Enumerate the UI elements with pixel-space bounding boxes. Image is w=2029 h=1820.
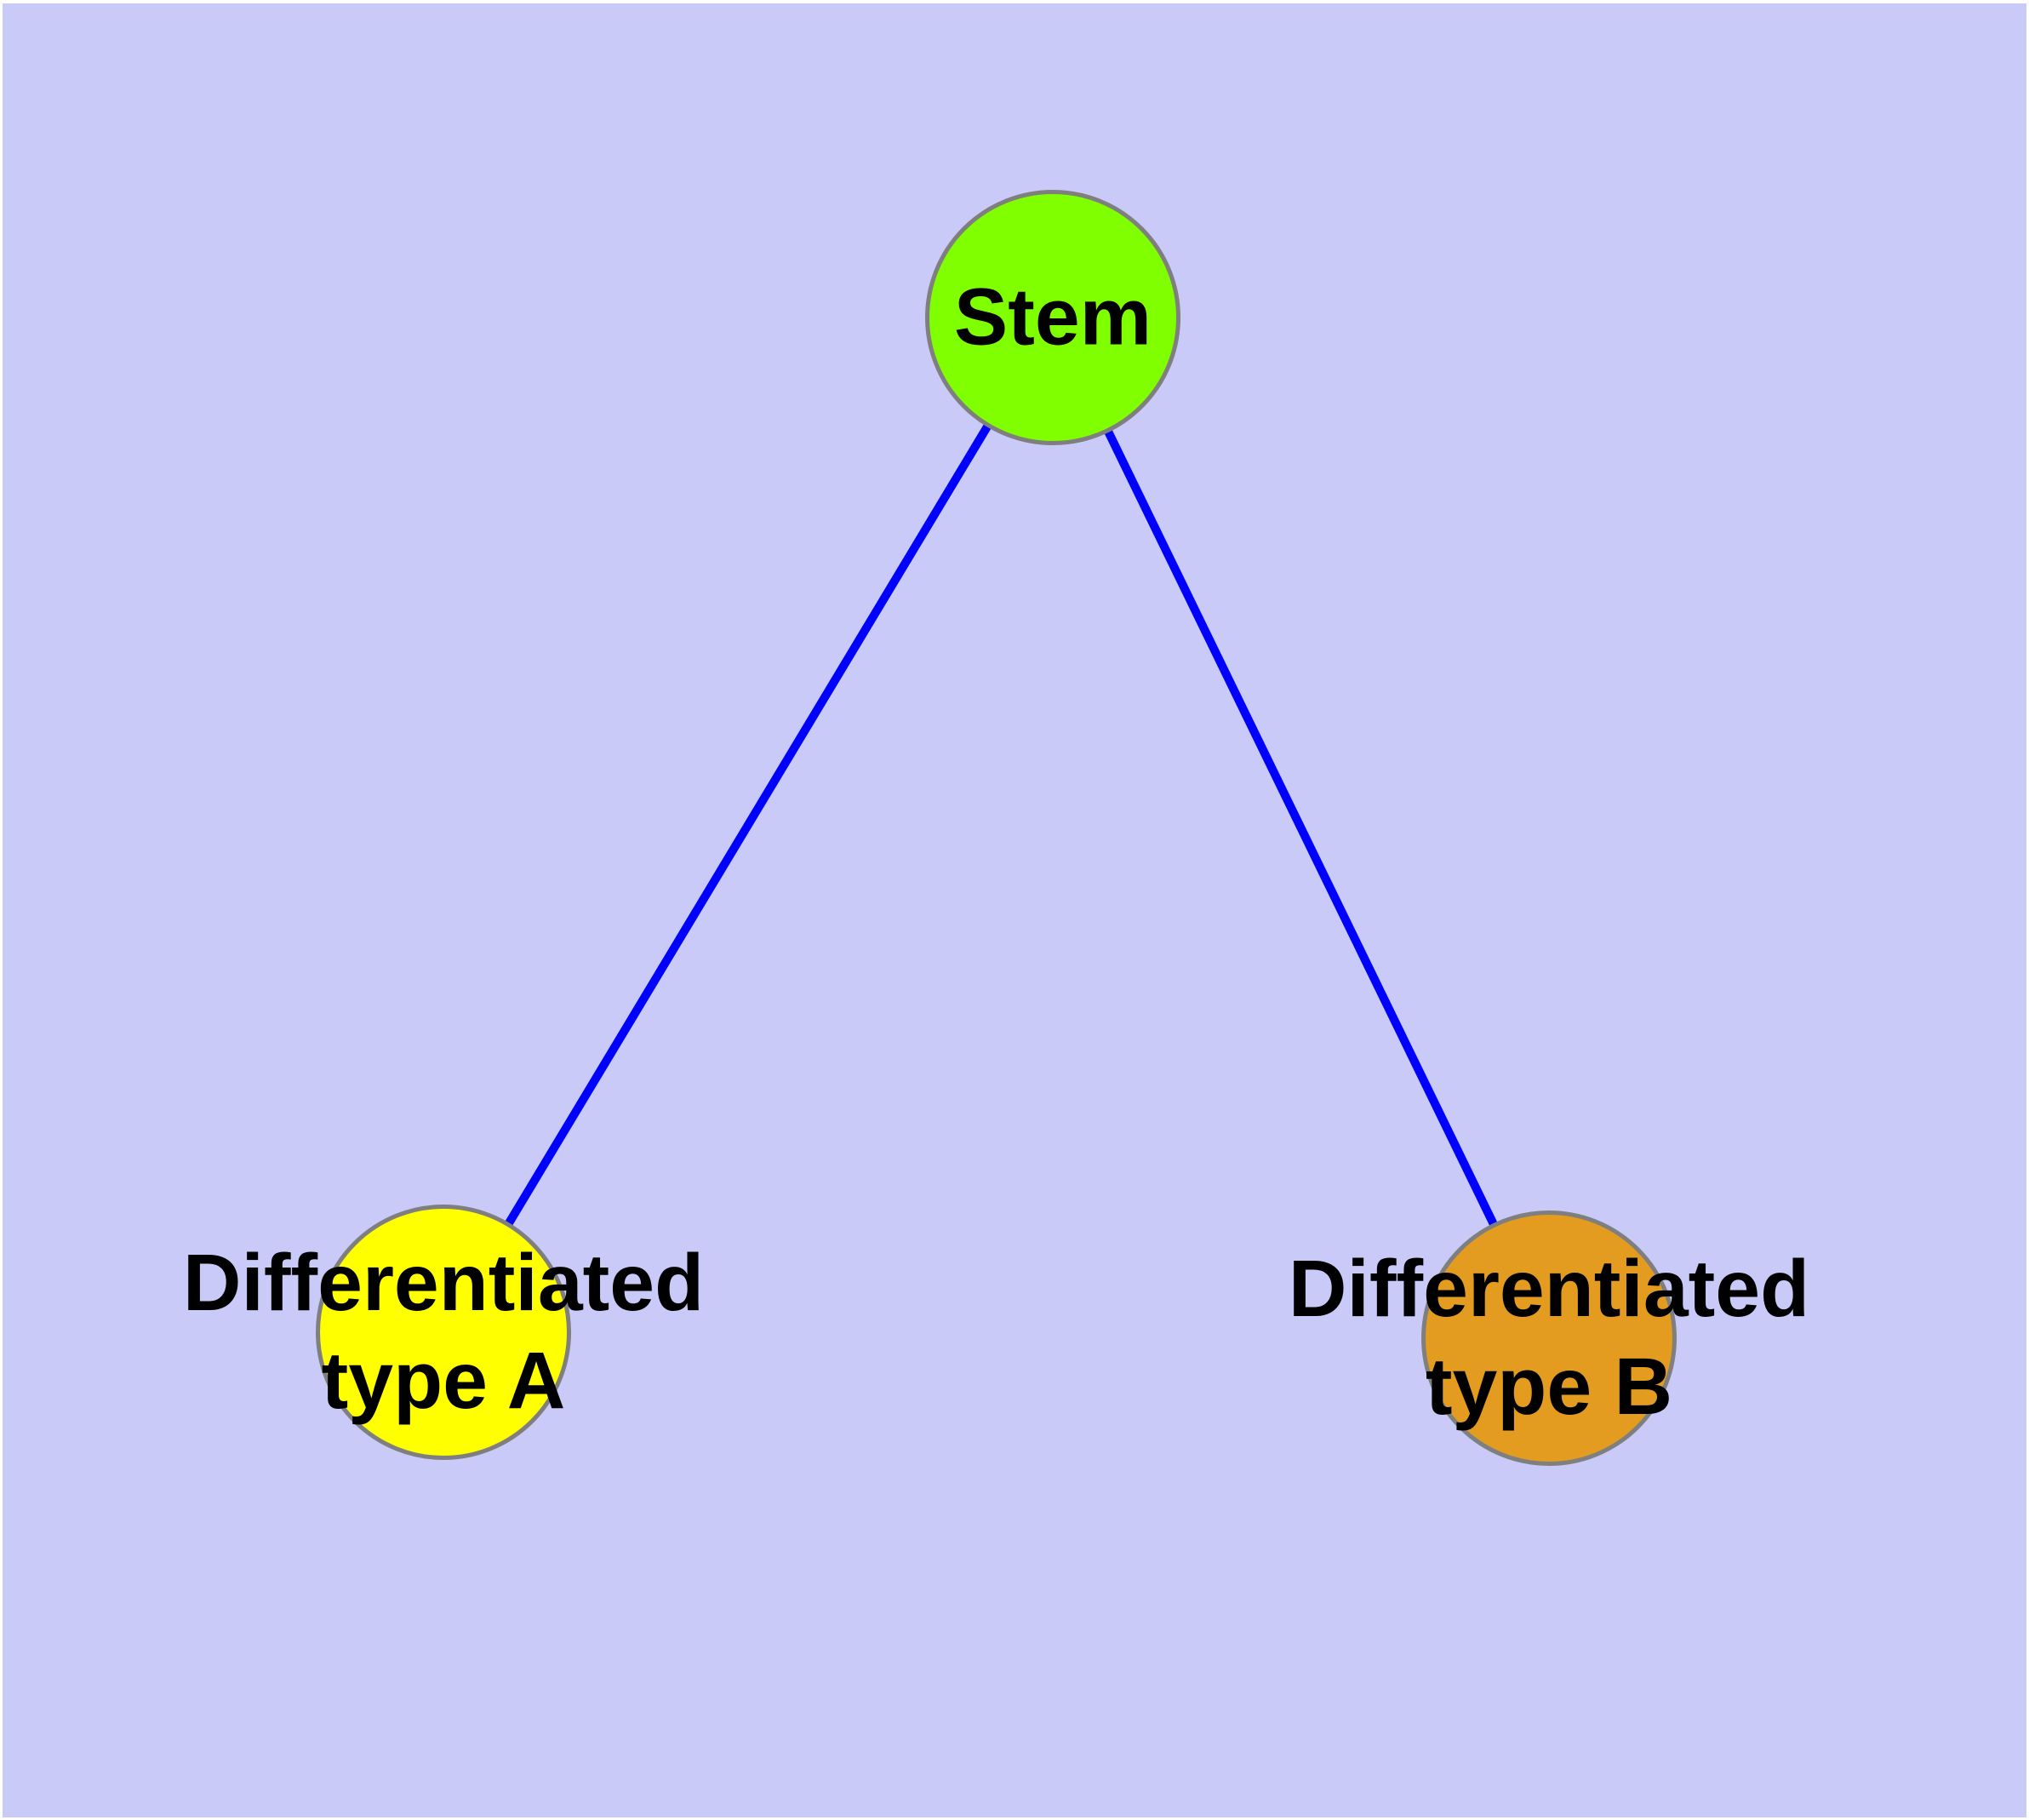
node-label-differentiated-type-b: Differentiated type B bbox=[1289, 1240, 1809, 1436]
node-differentiated-type-b[interactable] bbox=[1421, 1210, 1677, 1466]
label-line: Differentiated bbox=[182, 1238, 705, 1328]
node-differentiated-type-a[interactable] bbox=[316, 1205, 571, 1460]
node-stem[interactable] bbox=[925, 190, 1180, 445]
label-line: type A bbox=[321, 1336, 566, 1426]
label-line: Differentiated bbox=[1288, 1244, 1810, 1334]
edge-stem-to-type-a bbox=[439, 315, 1057, 1335]
label-line: type B bbox=[1425, 1342, 1673, 1432]
node-label-stem: Stem bbox=[954, 269, 1152, 367]
node-label-differentiated-type-a: Differentiated type A bbox=[183, 1234, 704, 1430]
label-line: Stem bbox=[953, 272, 1152, 363]
edge-stem-to-type-b bbox=[1049, 315, 1553, 1341]
